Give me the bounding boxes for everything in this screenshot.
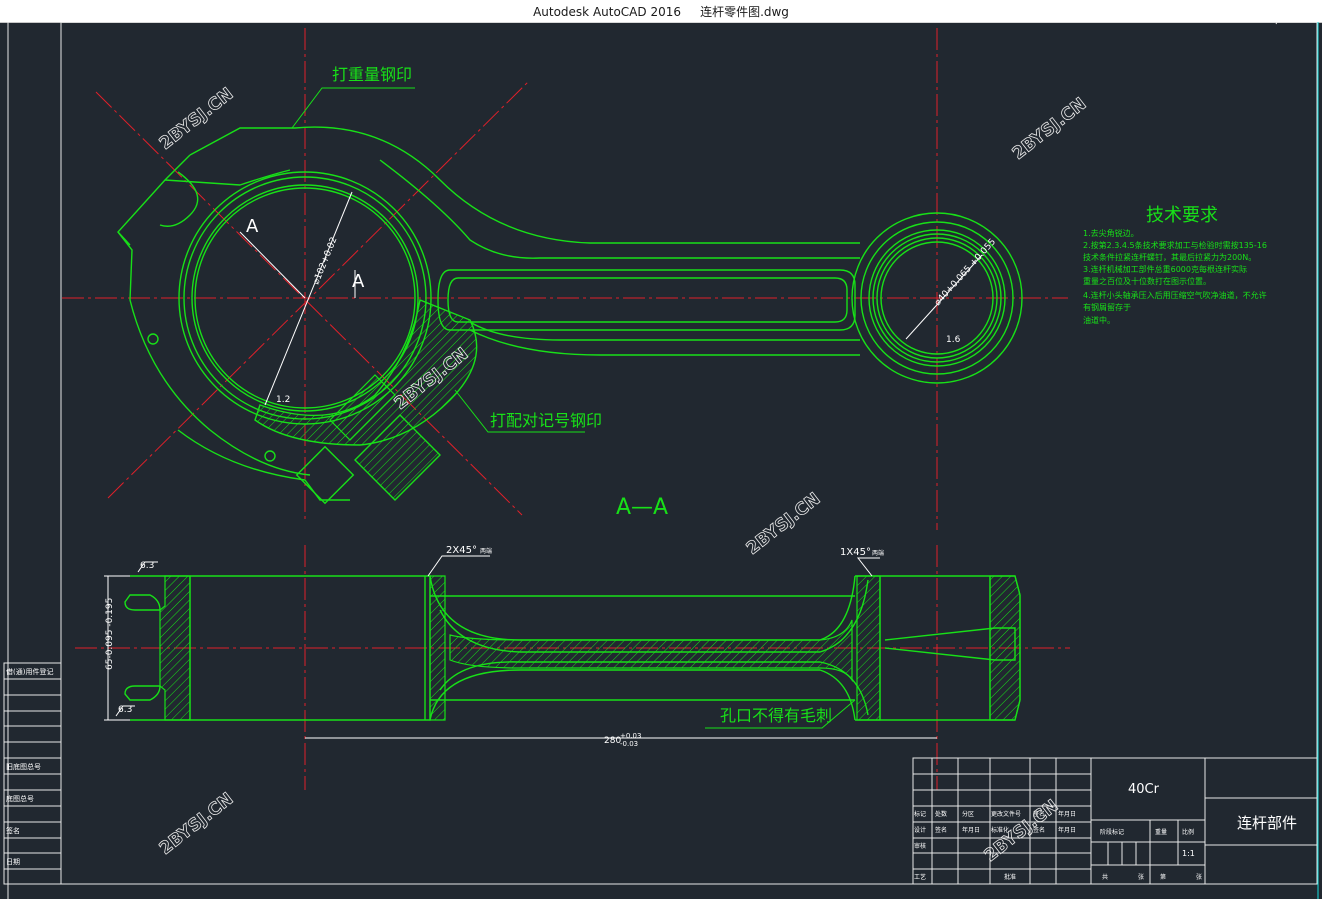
tb-process: 工艺 xyxy=(914,873,926,881)
tb-std-sign: 签名 xyxy=(1033,826,1045,834)
drawing-frame xyxy=(7,22,1319,899)
surface-top: 6.3 xyxy=(140,561,154,571)
tb-count: 处数 xyxy=(935,810,947,818)
tb-change: 更改文件号 xyxy=(991,810,1021,818)
material: 40Cr xyxy=(1128,782,1160,797)
tech-lines: 1.去尖角锐边。 2.按第2.3.4.5条技术要求加工与检验时需按135-16 … xyxy=(1083,228,1267,325)
title-block xyxy=(912,757,1318,885)
callout-leaders xyxy=(291,87,856,729)
section-hatches xyxy=(159,575,1021,721)
center-lines xyxy=(62,28,1070,790)
section-letter-a2: A xyxy=(352,271,365,292)
part-name: 连杆部件 xyxy=(1237,814,1297,832)
tb-standard: 标准化 xyxy=(991,826,1009,834)
length-dim: 280 xyxy=(604,736,621,746)
tb-sheets: 张 xyxy=(1138,873,1144,881)
tb-mark: 标记 xyxy=(914,810,926,818)
tech-line: 油道中。 xyxy=(1083,315,1115,325)
strip-label-2: 旧底图总号 xyxy=(6,762,41,771)
tech-line: 有钢屑留存于 xyxy=(1083,302,1131,312)
app-name: Autodesk AutoCAD 2016 xyxy=(533,5,681,19)
chamfer-left-note: 两端 xyxy=(480,547,492,555)
bore-dimension-lines xyxy=(239,191,983,406)
section-dimension-lines xyxy=(104,555,937,739)
tb-design-sign: 签名 xyxy=(935,826,947,834)
tech-line: 1.去尖角锐边。 xyxy=(1083,228,1139,238)
tb-std-date: 年月日 xyxy=(1058,826,1076,834)
tech-line: 3.连杆机械加工部件总重6000克每根连杆实际 xyxy=(1083,264,1247,274)
tb-design: 设计 xyxy=(914,826,926,834)
length-tol-up: +0.03 xyxy=(620,732,641,740)
tech-line: 4.连杆小头轴承压入后用压缩空气吹净油道，不允许 xyxy=(1083,290,1267,300)
section-width-dim: 65-0.095 -0.195 xyxy=(105,598,115,670)
watermark: 2BYSJ.CN xyxy=(1009,94,1091,164)
tb-number: 第 xyxy=(1160,873,1166,881)
callout-match-stamp: 打配对记号钢印 xyxy=(490,411,602,430)
tb-total: 共 xyxy=(1102,873,1108,881)
callout-weight-stamp: 打重量钢印 xyxy=(332,65,412,84)
rod-top-view xyxy=(117,126,1023,505)
rough-right: 1.6 xyxy=(946,335,961,345)
tech-line: 重量之百位及十位数打在图示位置。 xyxy=(1083,276,1211,286)
tb-sign: 签名 xyxy=(1033,810,1045,818)
tb-design-date: 年月日 xyxy=(962,826,980,834)
tb-zone: 分区 xyxy=(962,810,974,818)
cap-section-hatch xyxy=(254,299,478,501)
tb-scale: 比例 xyxy=(1182,828,1194,836)
chamfer-right-note: 两端 xyxy=(872,549,884,557)
tb-date: 年月日 xyxy=(1058,810,1076,818)
strip-label-4: 签名 xyxy=(6,826,20,835)
window-title: Autodesk AutoCAD 2016 连杆零件图.dwg xyxy=(0,3,1322,20)
callout-no-burrs: 孔口不得有毛刺 xyxy=(720,706,832,725)
watermark: 2BYSJ.CN xyxy=(743,489,825,559)
tech-line: 技术条件拉紧连杆螺钉，其最后拉紧力为200N。 xyxy=(1083,252,1256,262)
strip-label-1: 借(通)用件登记 xyxy=(6,667,53,676)
small-bore-dim: ⌀40+0.065 +0.055 xyxy=(933,237,998,308)
length-tol-down: -0.03 xyxy=(620,740,638,748)
tech-title: 技术要求 xyxy=(1146,205,1218,226)
strip-label-5: 日期 xyxy=(6,858,20,866)
section-letter-a1: A xyxy=(246,216,259,237)
big-bore-dim: ⌀102+0.02 xyxy=(312,236,340,286)
watermark: 2BYSJ.CN xyxy=(156,789,238,859)
window-titlebar: Autodesk AutoCAD 2016 连杆零件图.dwg xyxy=(0,0,1322,23)
tb-approve: 批准 xyxy=(1004,873,1016,881)
tb-stage: 阶段标记 xyxy=(1100,828,1124,836)
tech-line: 2.按第2.3.4.5条技术要求加工与检验时需按135-16 xyxy=(1083,240,1267,250)
tb-review: 审核 xyxy=(914,842,926,850)
rough-left: 1.2 xyxy=(276,395,290,405)
strip-label-3: 底图总号 xyxy=(6,794,34,803)
tb-weight: 重量 xyxy=(1155,828,1167,836)
scale-value: 1:1 xyxy=(1182,849,1195,858)
chamfer-right: 1X45° xyxy=(840,547,871,558)
watermark: 2BYSJ.CN xyxy=(156,84,238,154)
window-close-button[interactable] xyxy=(1276,0,1322,22)
section-title: A—A xyxy=(616,495,668,520)
drawing-canvas[interactable]: 借(通)用件登记 旧底图总号 底图总号 签名 日期 xyxy=(0,22,1322,899)
chamfer-left: 2X45° xyxy=(446,545,477,556)
file-name: 连杆零件图.dwg xyxy=(700,5,789,19)
tb-sheet: 张 xyxy=(1196,873,1202,881)
left-record-strip xyxy=(3,662,62,885)
surface-bottom: 6.3 xyxy=(118,705,132,715)
